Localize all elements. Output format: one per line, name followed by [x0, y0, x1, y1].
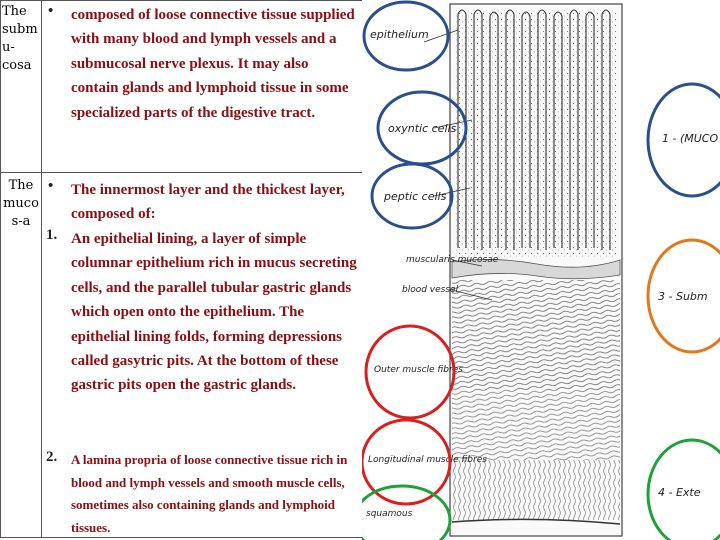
label-oxyntic-cells: oxyntic cells — [388, 122, 457, 135]
mucosa-header: The muco s-a — [3, 178, 39, 229]
row-divider — [0, 172, 362, 173]
label-epithelium: epithelium — [370, 28, 429, 41]
blue-circle-mucosa-layer — [646, 82, 720, 198]
mucosa-item-1-number: 1. — [46, 227, 58, 243]
label-peptic-cells: peptic cells — [383, 190, 447, 203]
mucosa-item-2-text: A lamina propria of loose connective tis… — [71, 452, 348, 535]
mucosa-item-1-text: An epithelial lining, a layer of simple … — [71, 231, 357, 394]
gastric-glands — [454, 9, 618, 258]
circular-muscle — [452, 390, 620, 460]
submucosa-header: The subm u- cosa — [2, 4, 38, 73]
submucosa-fibres — [452, 280, 620, 390]
label-layer-submucosa: 3 - Subm — [658, 290, 708, 303]
label-outer-muscle: Outer muscle fibres — [374, 365, 463, 375]
label-layer-mucosa: 1 - (MUCO — [662, 132, 718, 145]
illustration-svg: epithelium oxyntic cells peptic cells mu… — [362, 0, 720, 540]
label-muscularis-mucosae: muscularis mucosae — [406, 255, 499, 265]
green-circle-external-layer — [646, 438, 720, 540]
muscularis-mucosae-band — [451, 259, 621, 280]
mucosa-intro-text: The innermost layer and the thickest lay… — [71, 182, 345, 223]
text-table — [0, 0, 362, 538]
submucosa-bullet: • — [48, 3, 54, 19]
label-longitudinal-muscle: Longitudinal muscle fibres — [368, 455, 487, 465]
mucosa-bullet: • — [48, 178, 54, 194]
blue-circle-epithelium — [362, 0, 450, 72]
label-blood-vessel: blood vessel — [402, 285, 459, 295]
label-squamous: squamous — [366, 509, 413, 519]
column-divider — [41, 0, 42, 538]
red-circle-outer-muscle — [364, 324, 456, 420]
label-layer-external: 4 - Exte — [658, 486, 701, 499]
submucosa-text: composed of loose connective tissue supp… — [71, 7, 355, 121]
green-circle-squamous — [362, 484, 452, 540]
mucosa-item-2-number: 2. — [46, 449, 58, 465]
orange-circle-submucosa-layer — [646, 238, 720, 354]
red-circle-longitudinal — [362, 418, 452, 506]
longitudinal-muscle — [452, 460, 620, 520]
stomach-wall-illustration: epithelium oxyntic cells peptic cells mu… — [362, 0, 720, 540]
serosa-line — [451, 518, 621, 525]
blue-circle-peptic — [370, 162, 454, 230]
